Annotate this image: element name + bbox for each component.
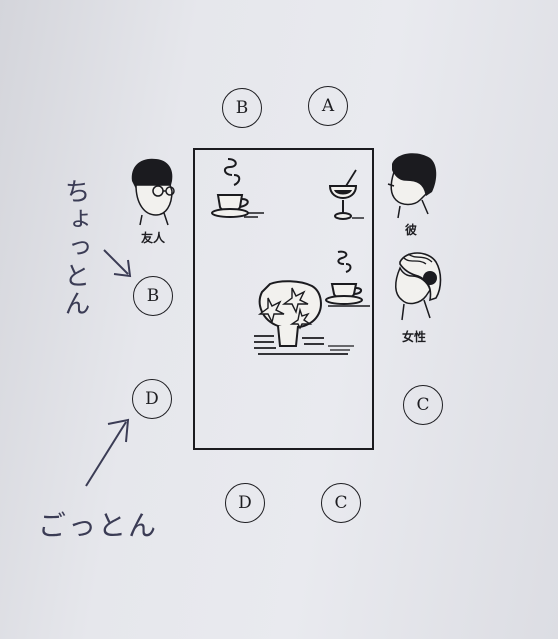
seat-top-a: A [308,86,348,126]
seat-label: C [334,493,348,513]
gotton-annotation: ごっとん [38,509,159,542]
arrow-icon [103,249,132,278]
boyfriend-label: 彼 [405,223,418,237]
seat-label: B [235,98,249,118]
seat-top-b: B [222,88,262,128]
seat-bottom-c: C [321,483,361,523]
friend-person-icon [131,158,175,226]
chotton-annotation: ちょっとん [60,178,90,318]
cocktail-glass-icon [328,169,364,220]
seat-label: D [238,493,252,513]
seat-left-d: D [132,379,172,419]
table [193,148,374,450]
boyfriend-person-icon [387,153,437,219]
seat-left-b: B [133,276,173,316]
seat-label: B [146,286,160,306]
seat-label: A [321,96,335,116]
seat-label: C [416,395,430,415]
coffee-cup-icon [211,158,264,218]
woman-person-icon [395,252,442,321]
woman-label: 女性 [402,330,427,344]
flower-vase-icon [254,280,354,355]
seat-bottom-d: D [225,483,265,523]
seat-right-c: C [403,385,443,425]
arrow-icon [85,418,130,487]
friend-label: 友人 [141,231,166,245]
tea-cup-icon [325,250,370,307]
seat-label: D [145,389,159,409]
